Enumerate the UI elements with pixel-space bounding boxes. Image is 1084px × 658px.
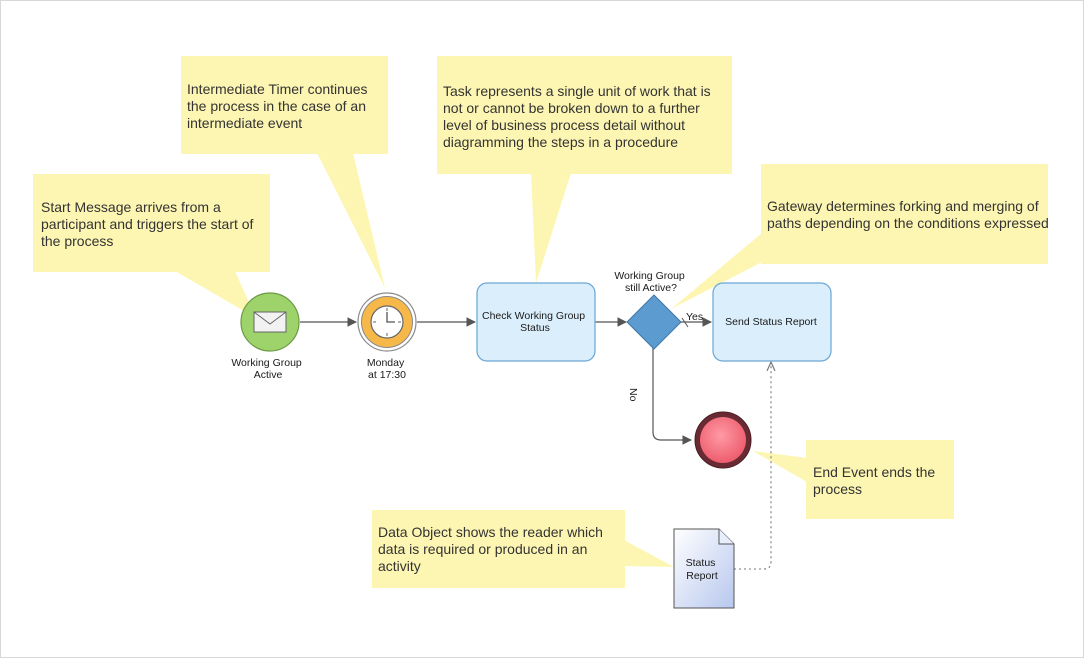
callout-data-text: Data Object shows the reader which data …: [378, 524, 607, 574]
exclusive-gateway[interactable]: [626, 294, 682, 350]
data-object-status-report[interactable]: Status Report: [673, 528, 735, 609]
check-task-label: Check Working Group Status: [482, 310, 588, 334]
callout-task-text: Task represents a single unit of work th…: [443, 83, 715, 150]
start-event-label: Working Group Active: [231, 357, 304, 381]
callout-timer-text: Intermediate Timer continues the process…: [187, 81, 371, 131]
task-send-status-report[interactable]: Send Status Report: [712, 282, 832, 362]
task-check-working-group-status[interactable]: Check Working Group Status: [476, 282, 596, 362]
default-flow-tick: [681, 317, 689, 328]
envelope-icon: [253, 311, 287, 333]
data-object-label: Status Report: [686, 557, 719, 582]
callout-start-message: Start Message arrives from a participant…: [33, 174, 270, 318]
timer-event-label: Monday at 17:30: [367, 357, 407, 381]
callout-start-text: Start Message arrives from a participant…: [41, 199, 257, 249]
callout-gateway: Gateway determines forking and merging o…: [671, 164, 1049, 309]
clock-icon: [370, 305, 404, 339]
start-message-event[interactable]: [240, 292, 300, 352]
callout-end-event: End Event ends the process: [753, 440, 954, 519]
intermediate-timer-event[interactable]: [357, 292, 417, 352]
flow-label-no: No: [627, 388, 639, 402]
send-task-label: Send Status Report: [725, 316, 817, 328]
flow-gateway-no: [652, 348, 692, 445]
callout-intermediate-timer: Intermediate Timer continues the process…: [181, 56, 388, 288]
association-data-to-send: [734, 362, 771, 570]
callout-task: Task represents a single unit of work th…: [437, 56, 732, 283]
end-event[interactable]: [694, 411, 752, 469]
callout-data-object: Data Object shows the reader which data …: [372, 510, 674, 588]
flow-label-yes: Yes: [686, 311, 703, 323]
callout-end-text: End Event ends the process: [813, 464, 939, 497]
gateway-label: Working Group still Active?: [614, 270, 687, 294]
document-icon: [673, 528, 735, 609]
callout-gateway-text: Gateway determines forking and merging o…: [767, 198, 1049, 231]
